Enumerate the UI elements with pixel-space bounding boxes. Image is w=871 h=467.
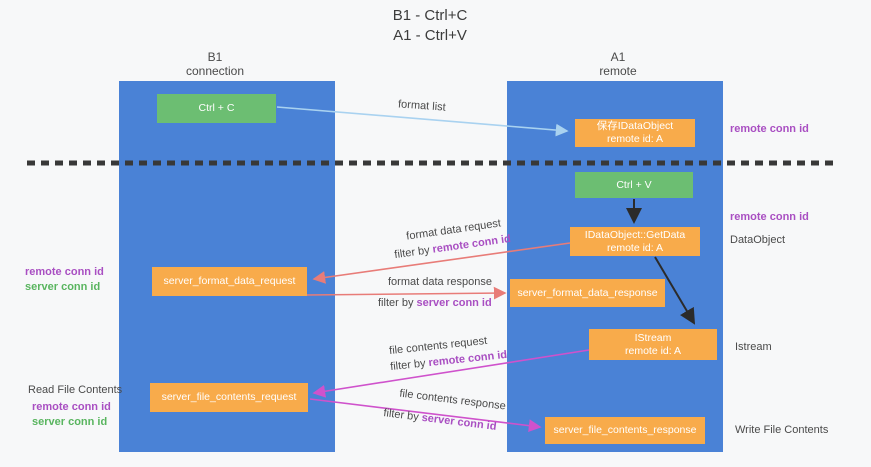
getdata-line1: IDataObject::GetData (584, 228, 686, 241)
left-read-file-contents-label: Read File Contents (28, 384, 123, 396)
getdata-line2: remote id: A (606, 241, 664, 254)
node-server-format-data-response: server_format_data_response (510, 279, 665, 307)
lane-header-a1: A1 remote (558, 50, 678, 78)
format-data-response-label: format data response (388, 276, 492, 288)
node-save-idataobject: 保存IDataObject remote id: A (575, 119, 695, 147)
filter-by-server-2: filter by server conn id (383, 407, 497, 434)
format-data-response-arrow (306, 286, 507, 300)
filter-prefix: filter by (393, 243, 434, 262)
right-istream-label: Istream (735, 341, 772, 353)
diagram-title: B1 - Ctrl+C A1 - Ctrl+V (330, 6, 530, 46)
server-conn-id-text: server conn id (420, 411, 498, 433)
file-response-label: server_file_contents_response (553, 424, 697, 436)
file-request-label: server_file_contents_request (161, 391, 297, 403)
node-server-file-contents-response: server_file_contents_response (545, 417, 705, 444)
format-response-label: server_format_data_response (517, 286, 658, 299)
filter-by-server-1: filter by server conn id (378, 297, 492, 310)
node-server-file-contents-request: server_file_contents_request (150, 383, 308, 412)
file-contents-response-label: file contents response (398, 387, 507, 413)
right-remote-conn-id-top: remote conn id (730, 123, 809, 135)
node-idataobject-getdata: IDataObject::GetData remote id: A (570, 227, 700, 256)
right-write-file-contents-label: Write File Contents (735, 424, 829, 436)
left-file-remote-conn-id: remote conn id (32, 401, 111, 413)
lane-header-b1: B1 connection (155, 50, 275, 78)
lane-b1-subtitle: connection (185, 64, 245, 78)
left-format-remote-conn-id: remote conn id (25, 266, 104, 278)
right-remote-conn-id-mid: remote conn id (730, 211, 809, 223)
istream-line1: IStream (634, 331, 672, 344)
node-ctrl-c: Ctrl + C (157, 94, 276, 123)
left-format-server-conn-id: server conn id (25, 281, 101, 293)
save-idataobject-line1: 保存IDataObject (596, 120, 674, 132)
left-file-server-conn-id: server conn id (32, 416, 108, 428)
lane-b1-title: B1 (207, 50, 223, 64)
right-dataobject-label: DataObject (730, 234, 786, 246)
filter-prefix: filter by (378, 297, 417, 309)
server-conn-id-text: server conn id (416, 297, 492, 309)
title-line-2: A1 - Ctrl+V (393, 27, 467, 44)
lane-a1-subtitle: remote (599, 64, 637, 78)
istream-line2: remote id: A (624, 344, 682, 357)
save-idataobject-line2: remote id: A (606, 133, 664, 145)
node-istream: IStream remote id: A (589, 329, 717, 360)
filter-prefix: filter by (382, 407, 423, 424)
ctrl-v-label: Ctrl + V (616, 178, 652, 191)
node-server-format-data-request: server_format_data_request (152, 267, 307, 296)
lane-a1-title: A1 (610, 50, 626, 64)
ctrl-c-label: Ctrl + C (198, 102, 235, 114)
title-line-1: B1 - Ctrl+C (392, 7, 468, 24)
filter-prefix: filter by (389, 357, 430, 374)
format-list-label: format list (397, 98, 447, 114)
node-ctrl-v: Ctrl + V (575, 172, 693, 198)
format-request-label: server_format_data_request (163, 275, 296, 287)
